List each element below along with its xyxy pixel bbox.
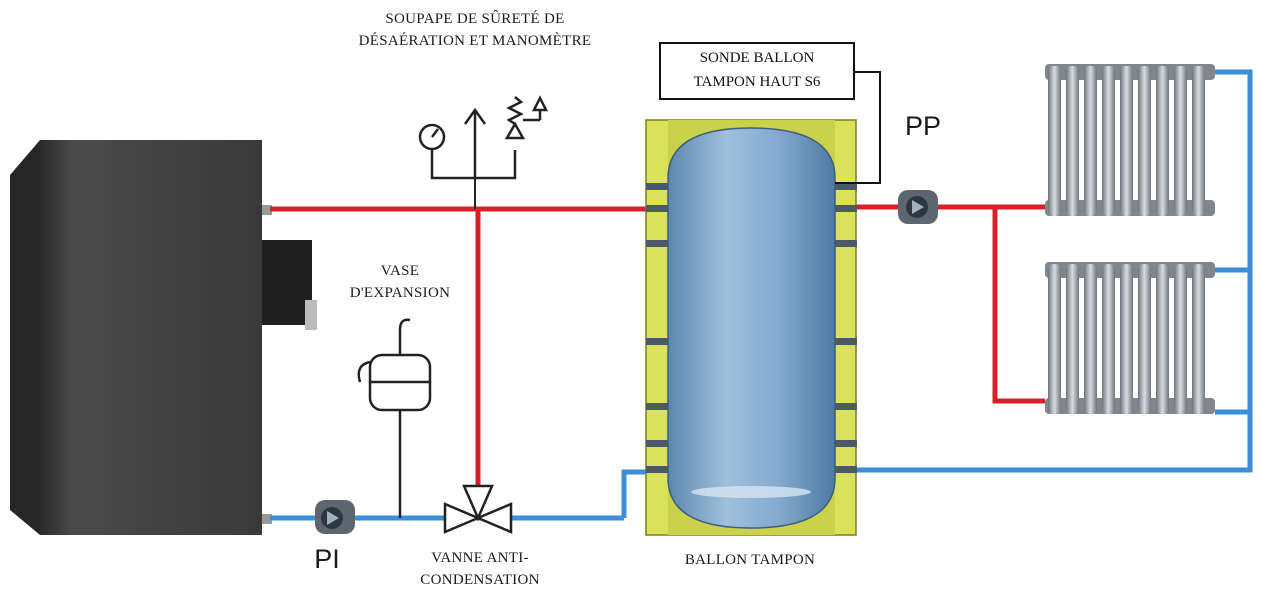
label-tank-probe-line1: SONDE BALLON: [699, 50, 815, 66]
label-pump-pp: PP: [904, 111, 942, 141]
label-safety-valve-line2: DÉSAÉRATION ET MANOMÈTRE: [358, 33, 592, 49]
radiator-upper: [1045, 64, 1215, 216]
pump-pp: [898, 190, 938, 224]
label-buffer-tank: BALLON TAMPON: [684, 552, 816, 568]
hot-pipe-network: [270, 178, 1045, 486]
label-anti-condensation-valve: VANNE ANTI- CONDENSATION: [405, 547, 555, 591]
buffer-tank: [645, 119, 857, 536]
safety-valve-manometer: [418, 95, 549, 180]
boiler: [10, 140, 317, 535]
label-expansion-vessel: VASE D'EXPANSION: [330, 260, 470, 304]
probe-wire: [835, 71, 881, 184]
label-safety-valve: SOUPAPE DE SÛRETÉ DE DÉSAÉRATION ET MANO…: [330, 8, 620, 52]
label-valve-line1: VANNE ANTI-: [431, 550, 529, 566]
label-pump-pi: PI: [314, 544, 340, 574]
expansion-vessel-icon: [357, 318, 432, 518]
label-expansion-line2: D'EXPANSION: [349, 285, 451, 301]
radiator-lower: [1045, 262, 1215, 414]
label-tank-probe: SONDE BALLON TAMPON HAUT S6: [659, 42, 855, 100]
label-tank-probe-line2: TAMPON HAUT S6: [693, 74, 821, 90]
pump-pi: [315, 500, 355, 534]
label-expansion-line1: VASE: [380, 263, 420, 279]
label-safety-valve-line1: SOUPAPE DE SÛRETÉ DE: [385, 11, 565, 27]
anti-condensation-valve-icon: [443, 484, 513, 534]
label-valve-line2: CONDENSATION: [420, 572, 540, 588]
